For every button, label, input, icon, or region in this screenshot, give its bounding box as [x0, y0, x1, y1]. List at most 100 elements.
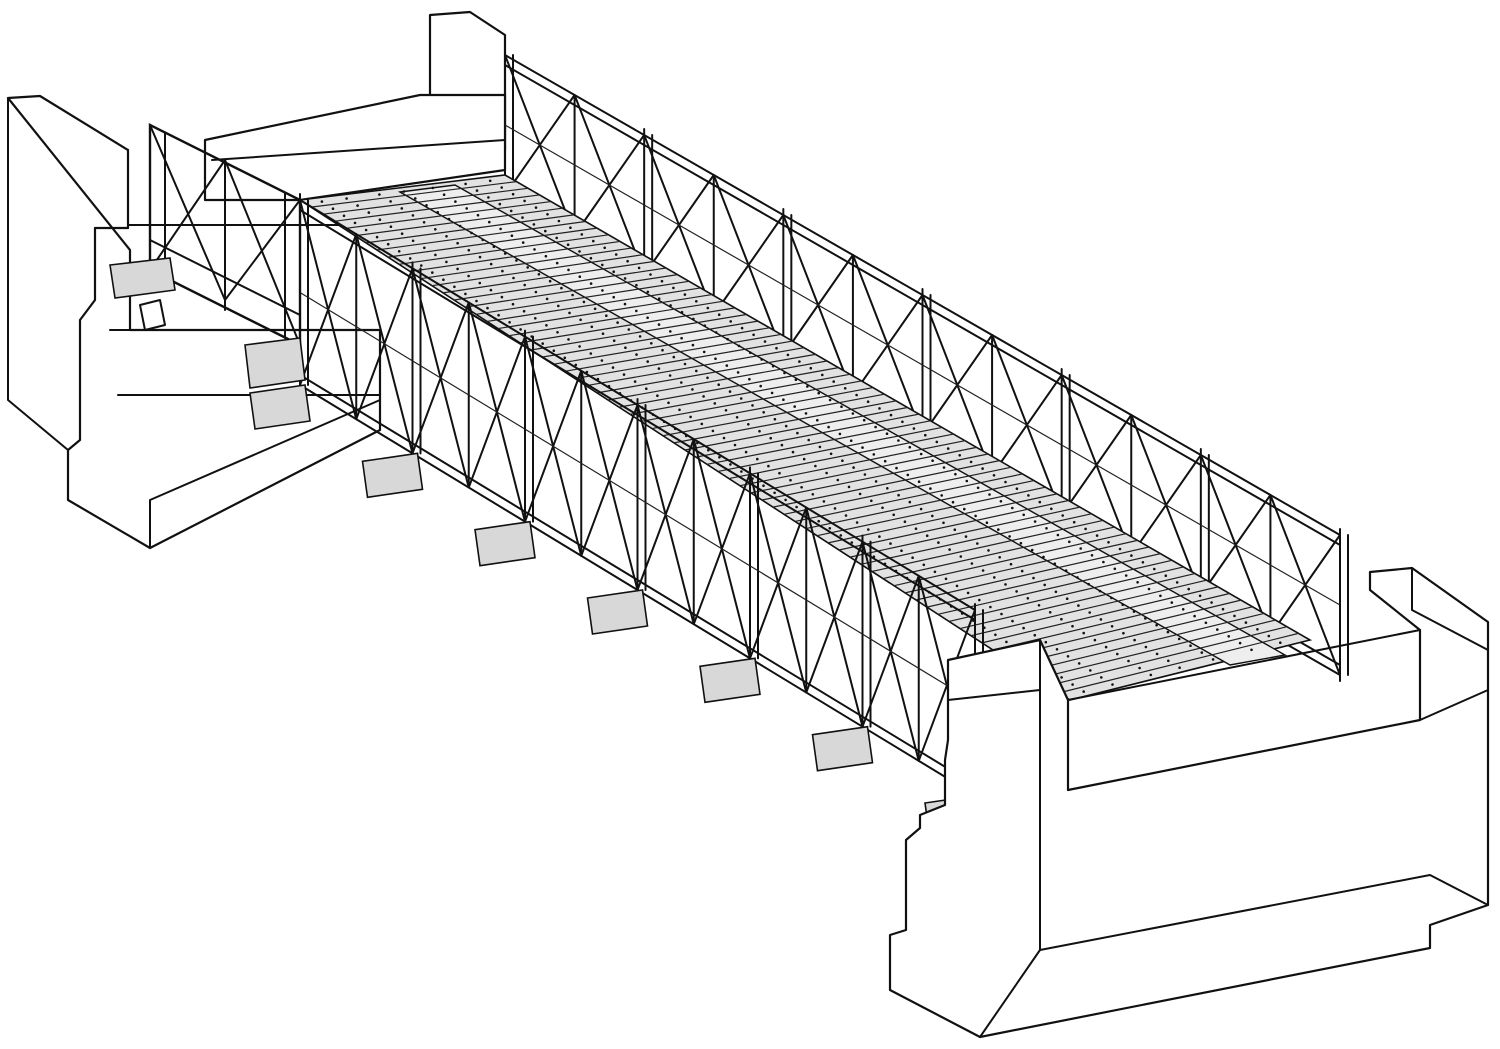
deck-bolt	[511, 302, 515, 306]
transom-beam	[361, 452, 424, 499]
deck-bolt	[1065, 597, 1069, 600]
deck-bolt	[858, 492, 862, 496]
deck-bolt	[1019, 541, 1023, 545]
deck-bolt	[533, 248, 536, 251]
deck-bolt	[838, 432, 842, 436]
deck-bolt	[841, 459, 844, 463]
deck-bolt	[828, 398, 832, 402]
deck-bolt	[537, 273, 541, 276]
deck-bolt	[850, 541, 854, 544]
deck-bolt	[1088, 611, 1091, 614]
deck-plank-line	[475, 280, 690, 315]
deck-plank-line	[849, 506, 1081, 558]
deck-bolt	[855, 521, 859, 524]
deck-bolt	[1045, 527, 1048, 530]
deck-bolt	[557, 304, 560, 308]
deck-bolt	[1084, 527, 1087, 531]
deck-bolt	[897, 493, 900, 497]
deck-bolt	[1170, 601, 1174, 604]
deck-bolt	[1133, 638, 1136, 642]
far-truss-mid-rail	[1061, 444, 1202, 526]
deck-bolt	[436, 210, 440, 214]
deck-bolt	[692, 317, 695, 321]
deck-bolt	[689, 415, 692, 419]
deck-bolt	[700, 422, 704, 426]
deck-bolt	[1155, 652, 1159, 656]
deck-bolt	[411, 214, 415, 217]
deck-bolt	[672, 286, 675, 290]
deck-bolt	[680, 310, 684, 314]
deck-bolt	[478, 281, 482, 285]
deck-bolt	[867, 528, 870, 531]
deck-bolt	[532, 223, 536, 226]
deck-plank-line	[1036, 619, 1276, 680]
deck-bolt	[378, 218, 382, 221]
deck-bolt	[1071, 683, 1074, 686]
deck-bolt	[1227, 635, 1230, 638]
deck-bolt	[526, 266, 529, 269]
deck-bolt	[717, 313, 721, 317]
deck-bolt	[601, 263, 604, 267]
deck-bolt	[578, 345, 581, 348]
deck-bolt	[1132, 610, 1136, 613]
deck-bolt	[1147, 587, 1151, 591]
transom-beam	[811, 725, 874, 772]
deck-bolt	[809, 366, 813, 370]
deck-bolt	[356, 204, 359, 207]
deck-bolt	[970, 562, 974, 565]
deck-bolt	[931, 514, 934, 518]
deck-plank-line	[739, 440, 966, 487]
deck-bolt	[783, 371, 786, 375]
deck-bolt	[1124, 574, 1128, 577]
deck-bolt	[959, 555, 963, 558]
deck-bolt	[843, 387, 847, 390]
deck-bolt	[988, 493, 991, 496]
deck-bolt	[954, 472, 957, 476]
deck-bolt	[646, 360, 649, 363]
far-truss-mid-rail	[1200, 524, 1341, 606]
deck-bolt	[555, 261, 559, 265]
deck-planks	[310, 181, 1299, 694]
deck-bolt	[978, 598, 981, 602]
deck-bolt	[635, 283, 638, 287]
deck-bolt	[1098, 589, 1102, 593]
deck-bolt	[948, 548, 951, 551]
deck-bolt	[1068, 540, 1071, 544]
deck-bolt	[481, 238, 485, 242]
deck-bolt	[752, 333, 755, 337]
deck-bolt	[367, 211, 371, 214]
deck-bolt	[389, 200, 392, 203]
deck-bolt	[541, 342, 544, 345]
deck-bolt	[497, 313, 500, 317]
deck-bolt	[578, 250, 581, 253]
deck-bolt	[678, 408, 681, 412]
far-truss-diagonal-a	[643, 174, 785, 356]
deck-bolt	[997, 528, 1000, 531]
deck-plank-line	[717, 426, 943, 473]
deck-bolt	[500, 186, 504, 189]
deck-bolt	[778, 471, 781, 475]
deck-bolt	[552, 349, 556, 353]
deck-bolt	[1038, 500, 1042, 504]
deck-bolt	[1048, 611, 1052, 614]
deck-bolt	[770, 391, 774, 395]
deck-plank-line	[541, 320, 759, 358]
deck-bolt	[1033, 520, 1037, 523]
deck-bolt	[683, 293, 687, 296]
deck-bolt	[456, 267, 459, 271]
deck-bolt	[691, 343, 695, 347]
deck-plank-line	[486, 287, 701, 323]
deck-bolt	[458, 224, 462, 228]
deck-plank-line	[1014, 606, 1253, 665]
deck-bolt	[510, 234, 514, 237]
deck-bolt	[711, 429, 715, 433]
deck-bolt	[1011, 506, 1014, 510]
deck-bolt	[397, 250, 401, 253]
deck-bolt	[744, 450, 748, 454]
far-truss-mid-rail	[643, 204, 784, 286]
deck-bolt	[714, 357, 717, 361]
transom-beam	[699, 657, 761, 704]
deck-bolt	[749, 351, 752, 355]
deck-bolt	[883, 459, 887, 463]
